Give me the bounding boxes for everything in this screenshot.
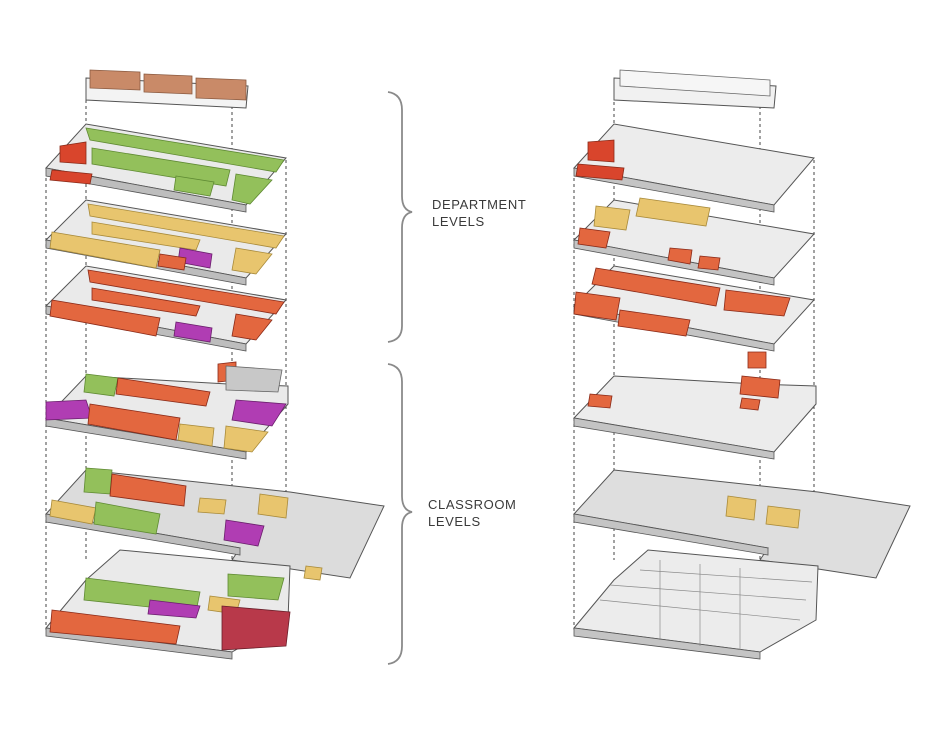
right-level-2	[572, 197, 815, 286]
left-orange-level	[44, 265, 287, 352]
right-roof-level	[613, 69, 777, 109]
classroom-brace	[387, 363, 413, 665]
department-levels-label: DEPARTMENT LEVELS	[432, 196, 526, 230]
department-brace	[387, 91, 413, 343]
department-label-line-2: LEVELS	[432, 214, 485, 229]
right-level-6	[573, 549, 819, 660]
classroom-label-line-1: CLASSROOM	[428, 497, 517, 512]
right-level-1	[573, 123, 815, 213]
classroom-levels-label: CLASSROOM LEVELS	[428, 496, 516, 530]
right-level-4	[572, 351, 817, 460]
classroom-label-line-2: LEVELS	[428, 514, 481, 529]
left-classroom-level-lower	[45, 549, 291, 660]
right-level-3	[572, 265, 815, 352]
left-roof-level	[85, 69, 249, 109]
left-classroom-level-middle	[45, 467, 385, 581]
left-yellow-level	[44, 199, 287, 286]
left-classroom-level-upper	[44, 361, 289, 460]
right-level-5	[573, 469, 911, 579]
department-label-line-1: DEPARTMENT	[432, 197, 527, 212]
left-green-level	[45, 123, 287, 213]
